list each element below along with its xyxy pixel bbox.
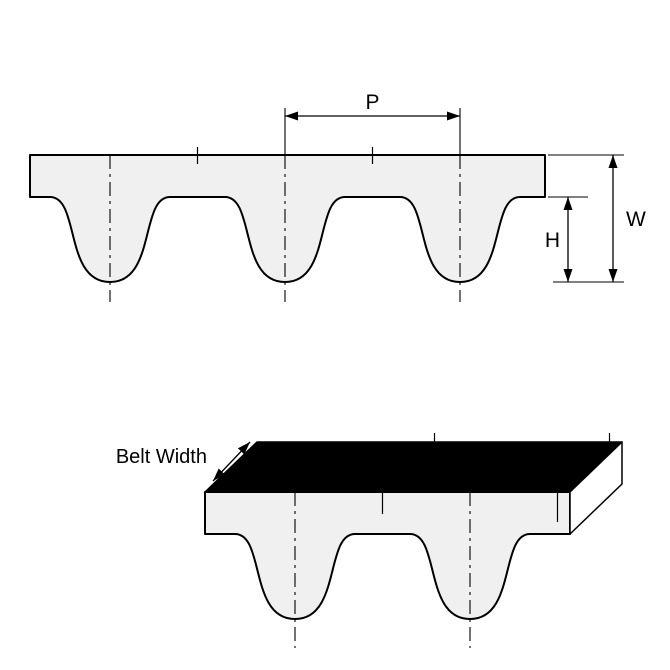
- overall-thickness-dimension: W: [548, 154, 646, 283]
- belt-end-face: [569, 441, 623, 535]
- belt-width-annotation: Belt Width: [116, 441, 251, 482]
- belt-width-arrow: [212, 441, 251, 482]
- belt-front-face: [204, 491, 571, 620]
- belt-cross-section: [29, 154, 546, 283]
- belt-width-label: Belt Width: [116, 446, 207, 468]
- tooth-height-label: H: [545, 229, 560, 252]
- pitch-dimension: P: [284, 91, 461, 155]
- tooth-height-dimension: H: [545, 196, 588, 282]
- pitch-label: P: [365, 91, 379, 114]
- overall-thickness-label: W: [626, 208, 646, 231]
- belt-top-face: [204, 441, 623, 493]
- belt-profile-view: P W H: [29, 91, 646, 302]
- belt-3d-view: Belt Width: [116, 433, 623, 648]
